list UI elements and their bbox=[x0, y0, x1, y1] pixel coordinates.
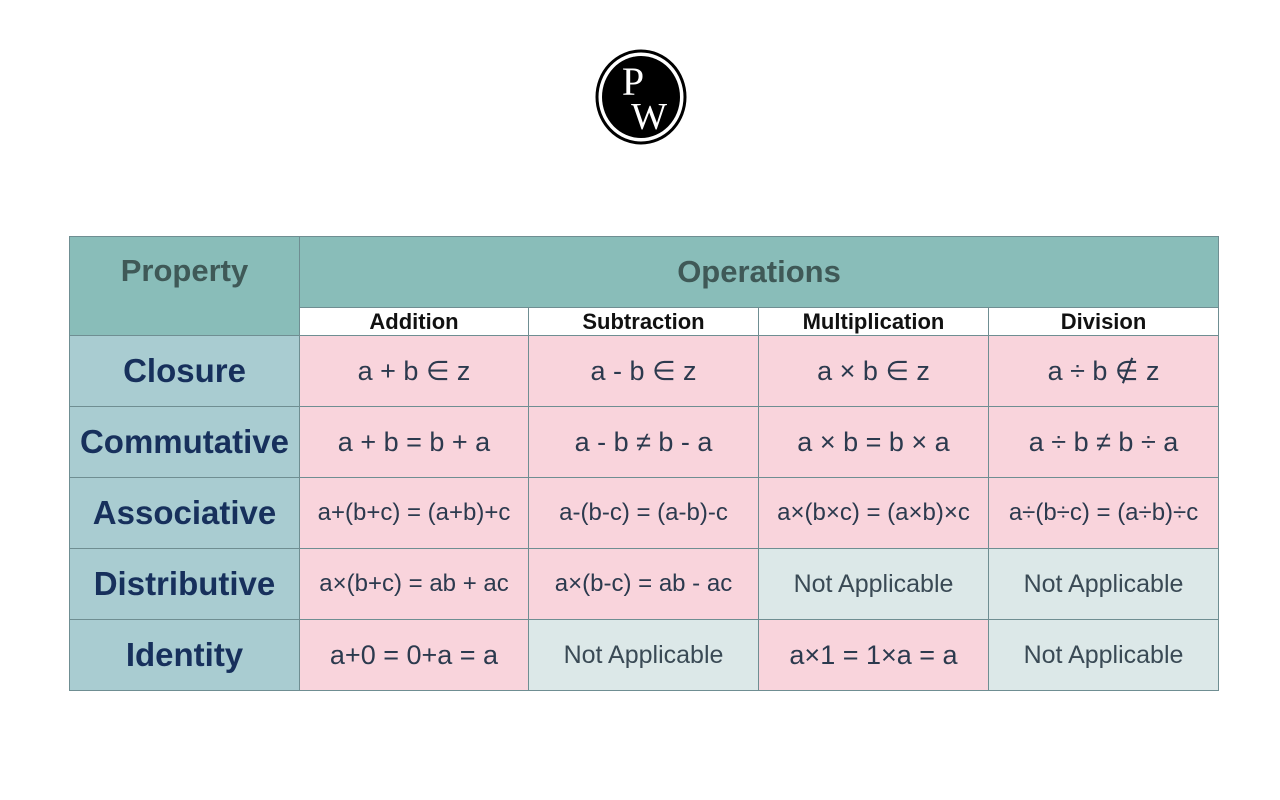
svg-text:P: P bbox=[622, 59, 644, 104]
property-label-identity: Identity bbox=[69, 619, 300, 691]
column-header-multiplication: Multiplication bbox=[758, 307, 989, 336]
header-property: Property bbox=[69, 236, 300, 336]
formula-cell: a × b ∈ z bbox=[758, 335, 989, 407]
property-label-commutative: Commutative bbox=[69, 406, 300, 478]
column-header-subtraction: Subtraction bbox=[528, 307, 759, 336]
formula-cell: a+(b+c) = (a+b)+c bbox=[299, 477, 529, 549]
formula-cell: a ÷ b ≠ b ÷ a bbox=[987, 406, 1220, 478]
formula-cell: a × b = b × a bbox=[758, 406, 989, 478]
formula-cell: a + b = b + a bbox=[299, 406, 529, 478]
formula-cell: Not Applicable bbox=[758, 548, 989, 620]
formula-cell: a×(b-c) = ab - ac bbox=[528, 548, 759, 620]
property-label-associative: Associative bbox=[69, 477, 300, 549]
formula-cell: a×(b×c) = (a×b)×c bbox=[758, 477, 989, 549]
formula-cell: a-(b-c) = (a-b)-c bbox=[528, 477, 759, 549]
formula-cell: a - b ≠ b - a bbox=[528, 406, 759, 478]
formula-cell: a - b ∈ z bbox=[528, 335, 759, 407]
pw-logo-icon: P W bbox=[595, 49, 687, 145]
formula-cell: Not Applicable bbox=[528, 619, 759, 691]
property-label-distributive: Distributive bbox=[69, 548, 300, 620]
header-operations: Operations bbox=[298, 236, 1220, 308]
formula-cell: Not Applicable bbox=[987, 619, 1220, 691]
formula-cell: a×1 = 1×a = a bbox=[758, 619, 989, 691]
formula-cell: a÷(b÷c) = (a÷b)÷c bbox=[987, 477, 1220, 549]
formula-cell: a ÷ b ∉ z bbox=[987, 335, 1220, 407]
formula-cell: a×(b+c) = ab + ac bbox=[299, 548, 529, 620]
svg-text:W: W bbox=[631, 96, 667, 138]
formula-cell: a + b ∈ z bbox=[299, 335, 529, 407]
column-header-addition: Addition bbox=[299, 307, 529, 336]
formula-cell: Not Applicable bbox=[987, 548, 1220, 620]
column-header-division: Division bbox=[987, 307, 1220, 336]
formula-cell: a+0 = 0+a = a bbox=[299, 619, 529, 691]
property-label-closure: Closure bbox=[69, 335, 300, 407]
